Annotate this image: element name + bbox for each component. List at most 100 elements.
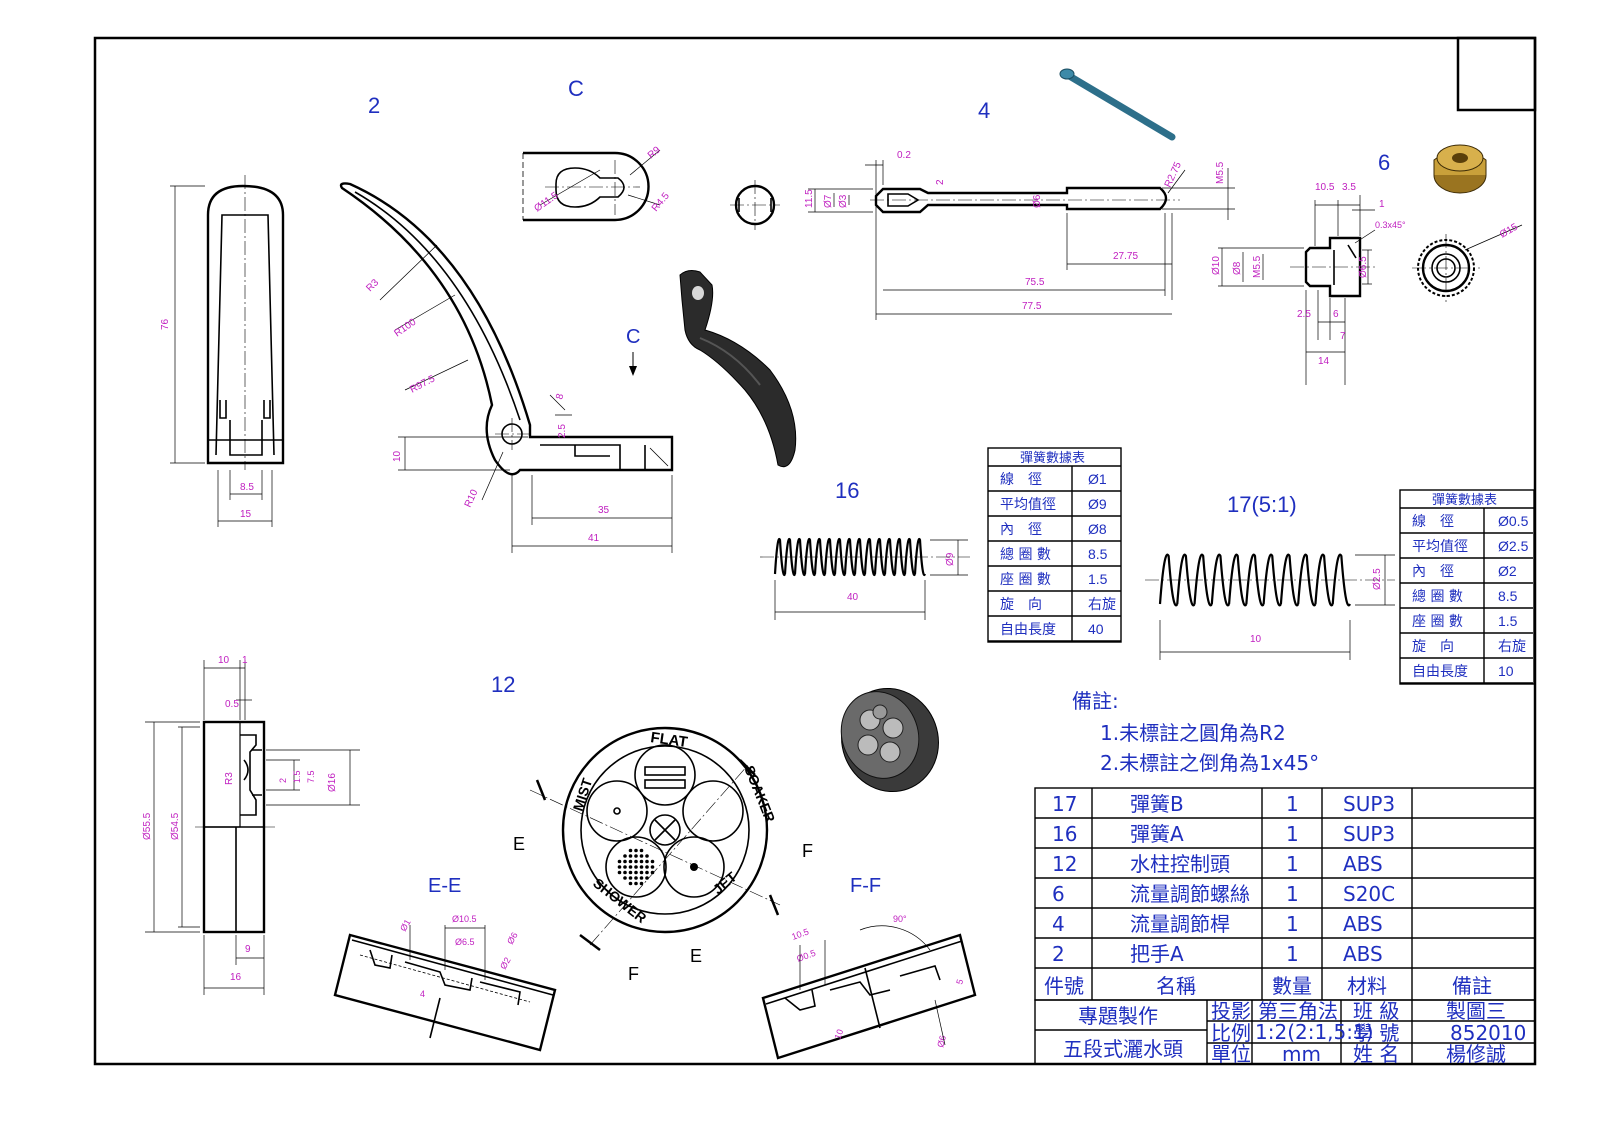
- cut-label-f-right: F: [802, 841, 813, 861]
- note-1: 1.未標註之圓角為R2: [1100, 721, 1286, 745]
- shower-hole: [628, 881, 633, 886]
- tb-class-value: 製圖三: [1446, 999, 1506, 1023]
- parts-cell-no: 17: [1052, 792, 1077, 816]
- nozzle-shower: [605, 836, 667, 898]
- shower-hole: [623, 865, 627, 869]
- spring-coil: [783, 537, 797, 577]
- spring-coil: [913, 537, 927, 577]
- tb-id-value: 852010: [1450, 1021, 1526, 1045]
- part6-end-view: Ø15: [1412, 221, 1523, 302]
- view-c-detail: Ø11.5 R9 R4.5: [522, 144, 672, 222]
- dim-8-handle: 8: [554, 392, 566, 401]
- spring-coil: [803, 537, 817, 577]
- section-ff: 90° 10.5 Ø0.5 5 10 Ø6: [761, 914, 977, 1060]
- dim-12-55-5: Ø55.5: [142, 812, 153, 840]
- spring-coil: [1245, 553, 1265, 607]
- parts-cell-name: 彈簧B: [1130, 792, 1184, 816]
- parts-cell-name: 水柱控制頭: [1130, 852, 1230, 876]
- shower-hole: [639, 881, 644, 886]
- parts-header-qty: 數量: [1272, 974, 1312, 998]
- dim-c-r4-5: R4.5: [650, 190, 672, 214]
- view-label-ee: E-E: [428, 875, 461, 897]
- tb-scale-value: 1:2(2:1,5:1): [1255, 1020, 1374, 1044]
- dim-10-handle: 10: [392, 450, 403, 462]
- shower-hole: [634, 859, 638, 864]
- view-label-c: C: [568, 76, 584, 101]
- dim-r3-handle: R3: [364, 277, 381, 294]
- shower-hole: [639, 859, 644, 864]
- view-label-6: 6: [1378, 150, 1390, 175]
- spring-table-value: 40: [1088, 621, 1104, 637]
- view-label-17: 17(5:1): [1227, 492, 1297, 517]
- dim-4-m5-5: M5.5: [1215, 161, 1226, 184]
- spring-coil: [1193, 553, 1213, 607]
- shower-hole: [634, 881, 638, 886]
- spring-table-value: 1.5: [1088, 571, 1108, 587]
- shower-hole: [650, 859, 655, 864]
- nozzle-jet: [663, 836, 725, 898]
- spring-table-key: 總 圈 數: [1412, 588, 1463, 605]
- dim-12-1: 1: [242, 655, 248, 666]
- dim-6-m5-5: M5.5: [1252, 255, 1263, 278]
- spring-table-value: 1.5: [1498, 613, 1518, 629]
- dim-spring16-dia: Ø9: [945, 552, 956, 566]
- dim-4-3: Ø3: [838, 194, 849, 208]
- spring-coil: [773, 537, 787, 577]
- shower-hole: [645, 865, 649, 869]
- dim-6-15: Ø15: [1498, 221, 1520, 240]
- view-arrowhead-c: [629, 366, 637, 376]
- spring-table-key: 座 圈 數: [1412, 614, 1463, 630]
- part2-side-view: R3 R100 R97.5 R10 10 8 2.5 35 41: [339, 182, 674, 553]
- nozzle-flat: [634, 744, 696, 806]
- label-flat: FLAT: [649, 729, 688, 751]
- spring-coil: [1227, 553, 1248, 607]
- spring-table-value: 10: [1498, 663, 1514, 679]
- tb-name-value: 楊修誠: [1446, 1042, 1506, 1066]
- view-arrow-label-c: C: [626, 326, 640, 348]
- shower-hole: [650, 870, 655, 875]
- parts-cell-qty: 1: [1286, 912, 1299, 936]
- dim-4-7: Ø7: [823, 194, 834, 208]
- dim-ff-90: 90°: [893, 914, 907, 924]
- dim-8-5: 8.5: [240, 482, 254, 493]
- cut-label-e-bottom: E: [690, 946, 702, 966]
- dim-spring16-length: 40: [847, 592, 859, 603]
- parts-cell-mat: ABS: [1343, 942, 1383, 966]
- spring-16-drawing: [773, 537, 927, 577]
- spring-coil: [843, 537, 857, 577]
- dim-ee-2: Ø2: [498, 956, 513, 971]
- nozzle-soaker: [682, 780, 744, 842]
- dim-ff-5: 5: [954, 978, 965, 985]
- dim-4-6: Ø6: [1032, 194, 1043, 208]
- parts-cell-qty: 1: [1286, 852, 1299, 876]
- parts-cell-mat: SUP3: [1343, 792, 1395, 816]
- spring-table-key: 自由長度: [1412, 664, 1468, 680]
- spring-17-drawing: [1158, 553, 1352, 607]
- shower-hole: [634, 870, 638, 875]
- part12-front-view: FLAT MIST SOAKER SHOWER JET E E F F: [513, 726, 813, 984]
- dim-4-0-2: 0.2: [897, 150, 911, 161]
- shower-hole: [617, 865, 622, 869]
- spring-coil: [1210, 553, 1231, 607]
- shower-hole: [634, 854, 638, 858]
- shower-hole: [639, 870, 644, 875]
- dim-6-10: Ø10: [1211, 256, 1222, 275]
- dim-12-1-5: 1.5: [292, 770, 302, 783]
- spring-coil: [853, 537, 867, 577]
- parts-cell-qty: 1: [1286, 882, 1299, 906]
- part4-rod-side: 0.2 2 11.5 Ø7 Ø3 Ø6 R2.75 M5.5 27.75 75.…: [804, 150, 1235, 320]
- spring-coil: [883, 537, 897, 577]
- spring-table-value: Ø1: [1088, 471, 1107, 487]
- spring-coil: [863, 537, 877, 577]
- dim-6-8: Ø8: [1232, 261, 1243, 275]
- spring-coil: [823, 537, 837, 577]
- part6-render: [1433, 144, 1487, 194]
- dim-12-16b: 16: [230, 972, 242, 983]
- dim-ee-10-5: Ø10.5: [452, 914, 477, 924]
- dim-12-9: 9: [245, 944, 251, 955]
- parts-cell-qty: 1: [1286, 822, 1299, 846]
- dim-6-chamfer: 0.3x45°: [1375, 220, 1406, 230]
- dim-ee-6: Ø6: [505, 931, 520, 946]
